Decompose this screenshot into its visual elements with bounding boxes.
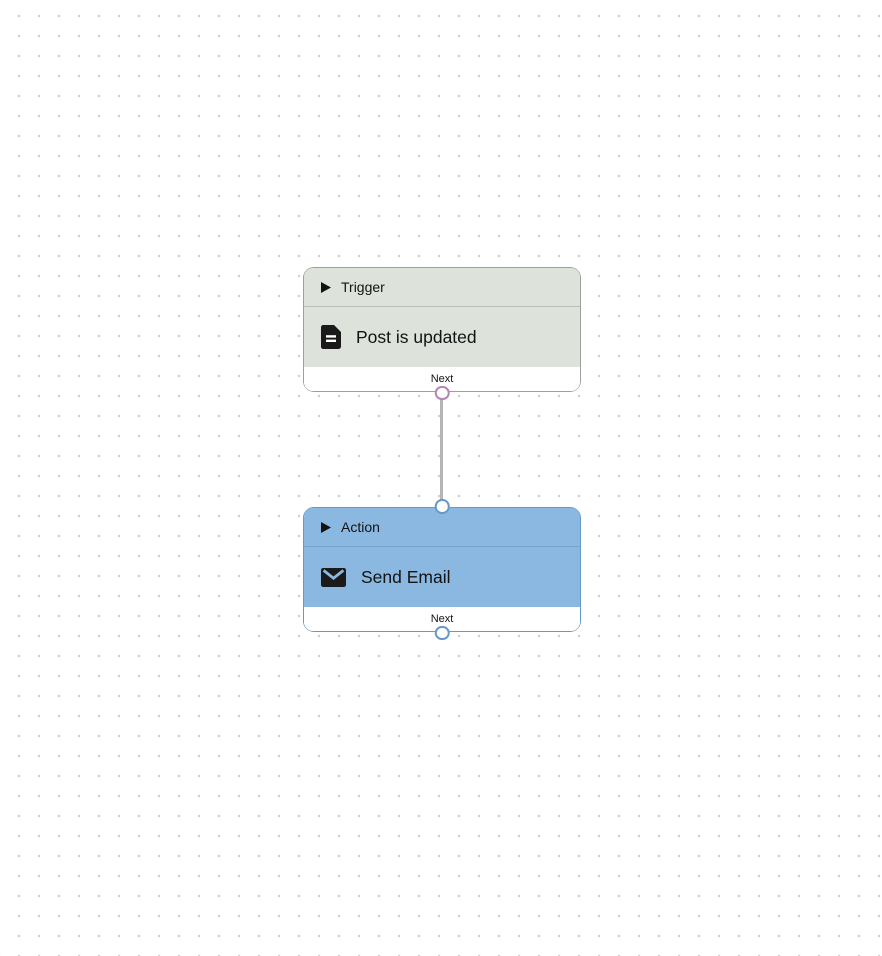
- collapse-play-icon[interactable]: [321, 281, 331, 293]
- node-trigger[interactable]: Trigger Post is updated Next: [303, 267, 581, 400]
- next-port-label: Next: [430, 373, 454, 385]
- node-action[interactable]: Action Send Email Next: [303, 499, 581, 640]
- trigger-node-body[interactable]: Post is updated: [304, 307, 580, 367]
- node-header-label: Trigger: [341, 279, 385, 295]
- next-port-label: Next: [430, 613, 454, 625]
- collapse-play-icon[interactable]: [321, 521, 331, 533]
- action-input-port[interactable]: [434, 499, 450, 514]
- email-icon: [321, 567, 346, 587]
- trigger-output-port[interactable]: [434, 385, 450, 400]
- document-icon: [321, 325, 341, 349]
- node-body-label: Send Email: [361, 566, 451, 587]
- action-output-port[interactable]: [434, 625, 450, 640]
- node-header-label: Action: [341, 519, 380, 535]
- trigger-node-header[interactable]: Trigger: [304, 268, 580, 307]
- connector-edge[interactable]: [440, 395, 443, 508]
- action-node-header[interactable]: Action: [304, 508, 580, 547]
- node-body-label: Post is updated: [356, 326, 477, 347]
- action-node-body[interactable]: Send Email: [304, 547, 580, 607]
